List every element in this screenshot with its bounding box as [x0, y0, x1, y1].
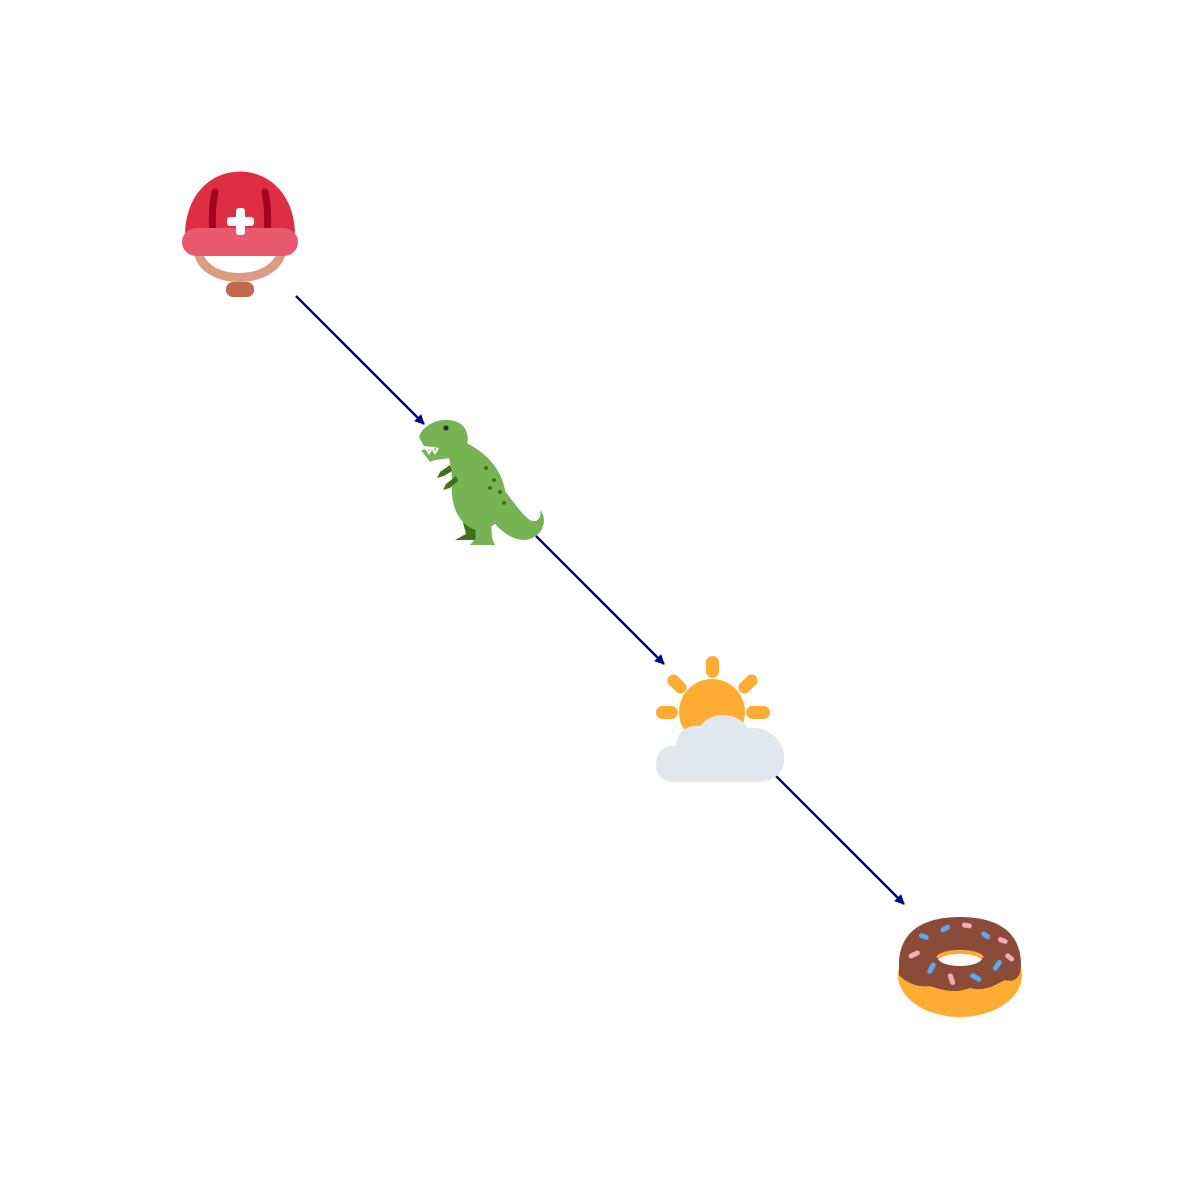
rescue-worker-helmet-icon: [182, 171, 298, 297]
doughnut-icon: [898, 917, 1022, 1017]
t-rex-icon: [419, 419, 544, 545]
edges: [295, 295, 905, 905]
sun-behind-cloud-icon: [656, 656, 785, 782]
edge-helmet-to-trex: [295, 295, 425, 425]
edge-trex-to-sun-cloud: [535, 535, 665, 665]
edge-sun-cloud-to-donut: [775, 775, 905, 905]
